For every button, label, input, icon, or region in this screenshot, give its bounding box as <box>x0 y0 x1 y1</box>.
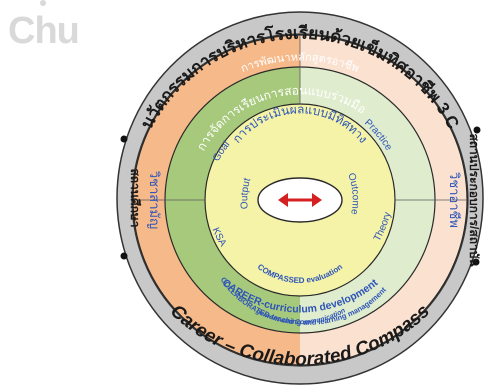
logo-dot <box>40 0 46 6</box>
outer-dot-right-lower <box>472 258 480 266</box>
outer-dot-left-upper <box>120 135 128 143</box>
logo: Chu <box>8 10 80 52</box>
curriculum-left-label: วิชาสามัญ <box>147 170 162 229</box>
outer-right-label: สถานประกอบการ/สถาบัน <box>467 133 481 267</box>
double-arrow-icon <box>278 193 322 207</box>
curriculum-right-label: วิชาอาชีพ <box>447 171 462 228</box>
outer-left-label: สถานศึกษา <box>128 168 142 227</box>
outer-dot-right-upper <box>473 126 481 134</box>
outer-dot-left-lower <box>120 252 128 260</box>
